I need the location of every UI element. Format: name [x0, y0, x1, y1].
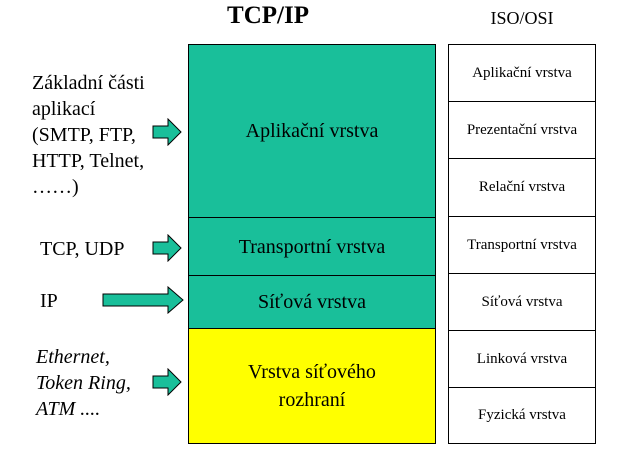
tcpip-stack: Aplikační vrstva Transportní vrstva Síťo… [188, 44, 436, 444]
iso-layer-application: Aplikační vrstva [448, 44, 596, 102]
iso-layer-label: Síťová vrstva [481, 293, 563, 310]
tcpip-layer-link: Vrstva síťového rozhraní [188, 328, 436, 444]
link-protocols-line: ATM .... [36, 398, 101, 420]
link-protocols-line: Token Ring, [36, 372, 131, 394]
iso-layer-label: Prezentační vrstva [466, 121, 578, 138]
link-protocols-label: Ethernet, Token Ring, ATM .... [36, 344, 131, 422]
connector-line [378, 44, 436, 45]
connector-line [378, 275, 436, 276]
iso-layer-label: Relační vrstva [478, 179, 566, 195]
network-protocols-label: IP [40, 290, 58, 312]
arrow-right-icon [102, 286, 184, 314]
connector-line [378, 443, 436, 444]
connector-line [378, 328, 436, 329]
iso-layer-network: Síťová vrstva [448, 273, 596, 331]
iso-layer-label: Transportní vrstva [467, 236, 577, 253]
layer-label: Síťová vrstva [258, 291, 366, 313]
iso-layer-presentation: Prezentační vrstva [448, 101, 596, 159]
iso-stack: Aplikační vrstva Prezentační vrstva Rela… [448, 44, 596, 444]
iso-layer-label: Fyzická vrstva [478, 407, 566, 423]
application-protocols-line: (SMTP, FTP, [32, 124, 136, 146]
application-protocols-line: ……) [32, 176, 79, 198]
application-protocols-line: Základní části [32, 72, 145, 94]
link-protocols-line: Ethernet, [36, 346, 110, 368]
arrow-right-icon [152, 234, 182, 262]
layer-label: Transportní vrstva [238, 235, 386, 258]
connector-line [378, 217, 436, 218]
tcpip-layer-application: Aplikační vrstva [188, 44, 436, 218]
iso-layer-label: Aplikační vrstva [472, 64, 572, 81]
iso-layer-physical: Fyzická vrstva [448, 387, 596, 444]
transport-protocols-label: TCP, UDP [40, 238, 125, 260]
application-protocols-label: Základní části aplikací (SMTP, FTP, HTTP… [32, 70, 145, 200]
iso-layer-label: Linková vrstva [476, 350, 568, 367]
layer-label: rozhraní [278, 389, 346, 411]
arrow-right-icon [152, 368, 182, 396]
isoosi-title: ISO/OSI [490, 8, 554, 28]
iso-layer-transport: Transportní vrstva [448, 216, 596, 274]
iso-layer-session: Relační vrstva [448, 158, 596, 217]
layer-label: Vrstva síťového [248, 361, 376, 383]
application-protocols-line: HTTP, Telnet, [32, 150, 145, 172]
tcpip-title: TCP/IP [227, 2, 309, 29]
layer-label: Aplikační vrstva [245, 120, 379, 142]
application-protocols-line: aplikací [32, 98, 96, 120]
tcpip-layer-transport: Transportní vrstva [188, 217, 436, 276]
iso-layer-datalink: Linková vrstva [448, 330, 596, 388]
tcpip-layer-network: Síťová vrstva [188, 275, 436, 329]
arrow-right-icon [152, 118, 182, 146]
